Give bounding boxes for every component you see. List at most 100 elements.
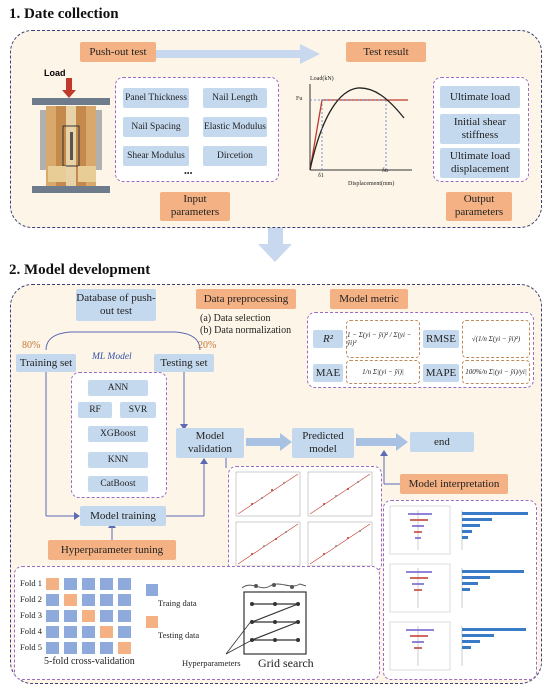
preprocess-item-selection: (a) Data selection xyxy=(200,313,271,324)
input-parameters-label: Input parameters xyxy=(160,192,230,221)
hyperparameter-tuning-label: Hyperparameter tuning xyxy=(48,540,176,560)
legend-training-swatch xyxy=(146,584,158,596)
cv-cell-training xyxy=(100,642,113,654)
pct-train: 80% xyxy=(22,340,41,351)
cv-cell-training xyxy=(118,626,131,638)
metric-rmse: RMSE xyxy=(423,330,459,348)
cv-cell-training xyxy=(46,594,59,606)
cv-cell-training xyxy=(64,642,77,654)
model-catboost: CatBoost xyxy=(88,476,148,492)
cv-cell-training xyxy=(82,626,95,638)
cv-cell-training xyxy=(46,626,59,638)
load-displacement-curve: Load(kN) Fu δ1 δu Displacement(mm) xyxy=(288,74,418,192)
curve-xlabel: Displacement(mm) xyxy=(348,181,395,187)
cv-cell-training xyxy=(82,578,95,590)
curve-d1-label: δ1 xyxy=(318,173,324,179)
input-param-nail-length: Nail Length xyxy=(203,88,267,108)
input-param-direction: Dircetion xyxy=(203,146,267,166)
metric-mape-formula: 100%/n Σ|(yi − ŷi)/yi| xyxy=(462,360,530,384)
metric-mae-formula: 1/n Σ|(yi − ŷi)| xyxy=(346,360,420,384)
load-text: Load xyxy=(44,68,66,78)
cv-cell-testing xyxy=(46,578,59,590)
grid-search-label: Grid search xyxy=(258,656,314,670)
preprocess-item-normalization: (b) Data normalization xyxy=(200,325,292,336)
cv-caption: 5-fold cross-validation xyxy=(44,656,135,667)
output-ultimate-load: Ultimate load xyxy=(440,86,520,108)
model-ann: ANN xyxy=(88,380,148,396)
cv-cell-testing xyxy=(100,626,113,638)
cv-cell-testing xyxy=(118,642,131,654)
curve-ylabel: Load(kN) xyxy=(310,76,334,82)
section1-title: 1. Date collection xyxy=(9,6,119,22)
cv-cell-training xyxy=(100,594,113,606)
input-param-nail-spacing: Nail Spacing xyxy=(123,117,189,137)
cv-cell-training xyxy=(46,610,59,622)
cv-cell-training xyxy=(64,626,77,638)
curve-fu-label: Fu xyxy=(296,96,303,102)
curve-du-label: δu xyxy=(382,168,388,174)
predicted-model-box: Predicted model xyxy=(292,428,354,458)
fold-4-label: Fold 4 xyxy=(20,626,42,636)
cv-cell-testing xyxy=(64,594,77,606)
cv-cell-training xyxy=(82,594,95,606)
model-metric-label: Model metric xyxy=(330,289,408,309)
model-training-box: Model training xyxy=(80,506,166,526)
model-rf: RF xyxy=(78,402,112,418)
metric-rmse-formula: √(1/n Σ(yi − ŷi)²) xyxy=(462,320,530,358)
input-param-panel-thickness: Panel Thickness xyxy=(123,88,189,108)
metric-mape: MAPE xyxy=(423,364,459,382)
predicted-to-end-arrow xyxy=(356,433,408,451)
legend-training-label: Traing data xyxy=(158,598,197,608)
legend-testing-label: Testing data xyxy=(158,630,200,640)
cv-grid xyxy=(44,576,144,656)
cv-cell-training xyxy=(64,578,77,590)
grid-search-figure xyxy=(240,578,310,658)
input-param-shear-modulus: Shear Modulus xyxy=(123,146,189,166)
cv-cell-training xyxy=(118,594,131,606)
database-label: Database of push-out test xyxy=(76,289,156,321)
test-result-label: Test result xyxy=(346,42,426,62)
end-box: end xyxy=(410,432,474,452)
section2-title: 2. Model development xyxy=(9,262,151,278)
input-param-elastic-modulus: Elastic Modulus xyxy=(203,117,267,137)
pct-test: 20% xyxy=(198,340,217,351)
legend-testing-swatch xyxy=(146,616,158,628)
hyperparameters-label: Hyperparameters xyxy=(182,658,241,668)
testing-set-box: Testing set xyxy=(154,354,214,372)
output-parameters-label: Output parameters xyxy=(446,192,512,221)
cv-cell-training xyxy=(100,578,113,590)
model-knn: KNN xyxy=(88,452,148,468)
ml-model-label: ML Model xyxy=(92,352,132,362)
interpretation-shap-plots xyxy=(388,504,532,674)
cv-cell-training xyxy=(82,642,95,654)
cv-cell-training xyxy=(46,642,59,654)
training-set-box: Training set xyxy=(16,354,76,372)
cv-cell-training xyxy=(118,610,131,622)
cv-cell-training xyxy=(118,578,131,590)
validation-scatter-plots xyxy=(232,470,378,568)
fold-5-label: Fold 5 xyxy=(20,642,42,652)
fold-2-label: Fold 2 xyxy=(20,594,42,604)
model-validation-box: Model validation xyxy=(176,428,244,458)
model-xgboost: XGBoost xyxy=(88,426,148,442)
metric-r2-formula: 1 − Σ(yi − ŷi)² / Σ(yi − ȳi)² xyxy=(346,320,420,358)
validation-to-predicted-arrow xyxy=(246,433,292,451)
pushout-to-result-arrow xyxy=(150,44,320,64)
pushout-specimen: Load xyxy=(26,66,116,206)
fold-1-label: Fold 1 xyxy=(20,578,42,588)
model-interpretation-label: Model interpretation xyxy=(400,474,508,494)
section-transition-arrow xyxy=(258,228,292,262)
metric-mae: MAE xyxy=(313,364,343,382)
model-svr: SVR xyxy=(120,402,156,418)
pushout-test-label: Push-out test xyxy=(80,42,156,62)
data-preprocessing-label: Data preprocessing xyxy=(196,289,296,309)
cv-cell-testing xyxy=(82,610,95,622)
fold-3-label: Fold 3 xyxy=(20,610,42,620)
cv-cell-training xyxy=(100,610,113,622)
output-initial-stiffness: Initial shear stiffness xyxy=(440,114,520,144)
ellipsis: ••• xyxy=(184,169,193,178)
output-ultimate-displacement: Ultimate load displacement xyxy=(440,148,520,178)
